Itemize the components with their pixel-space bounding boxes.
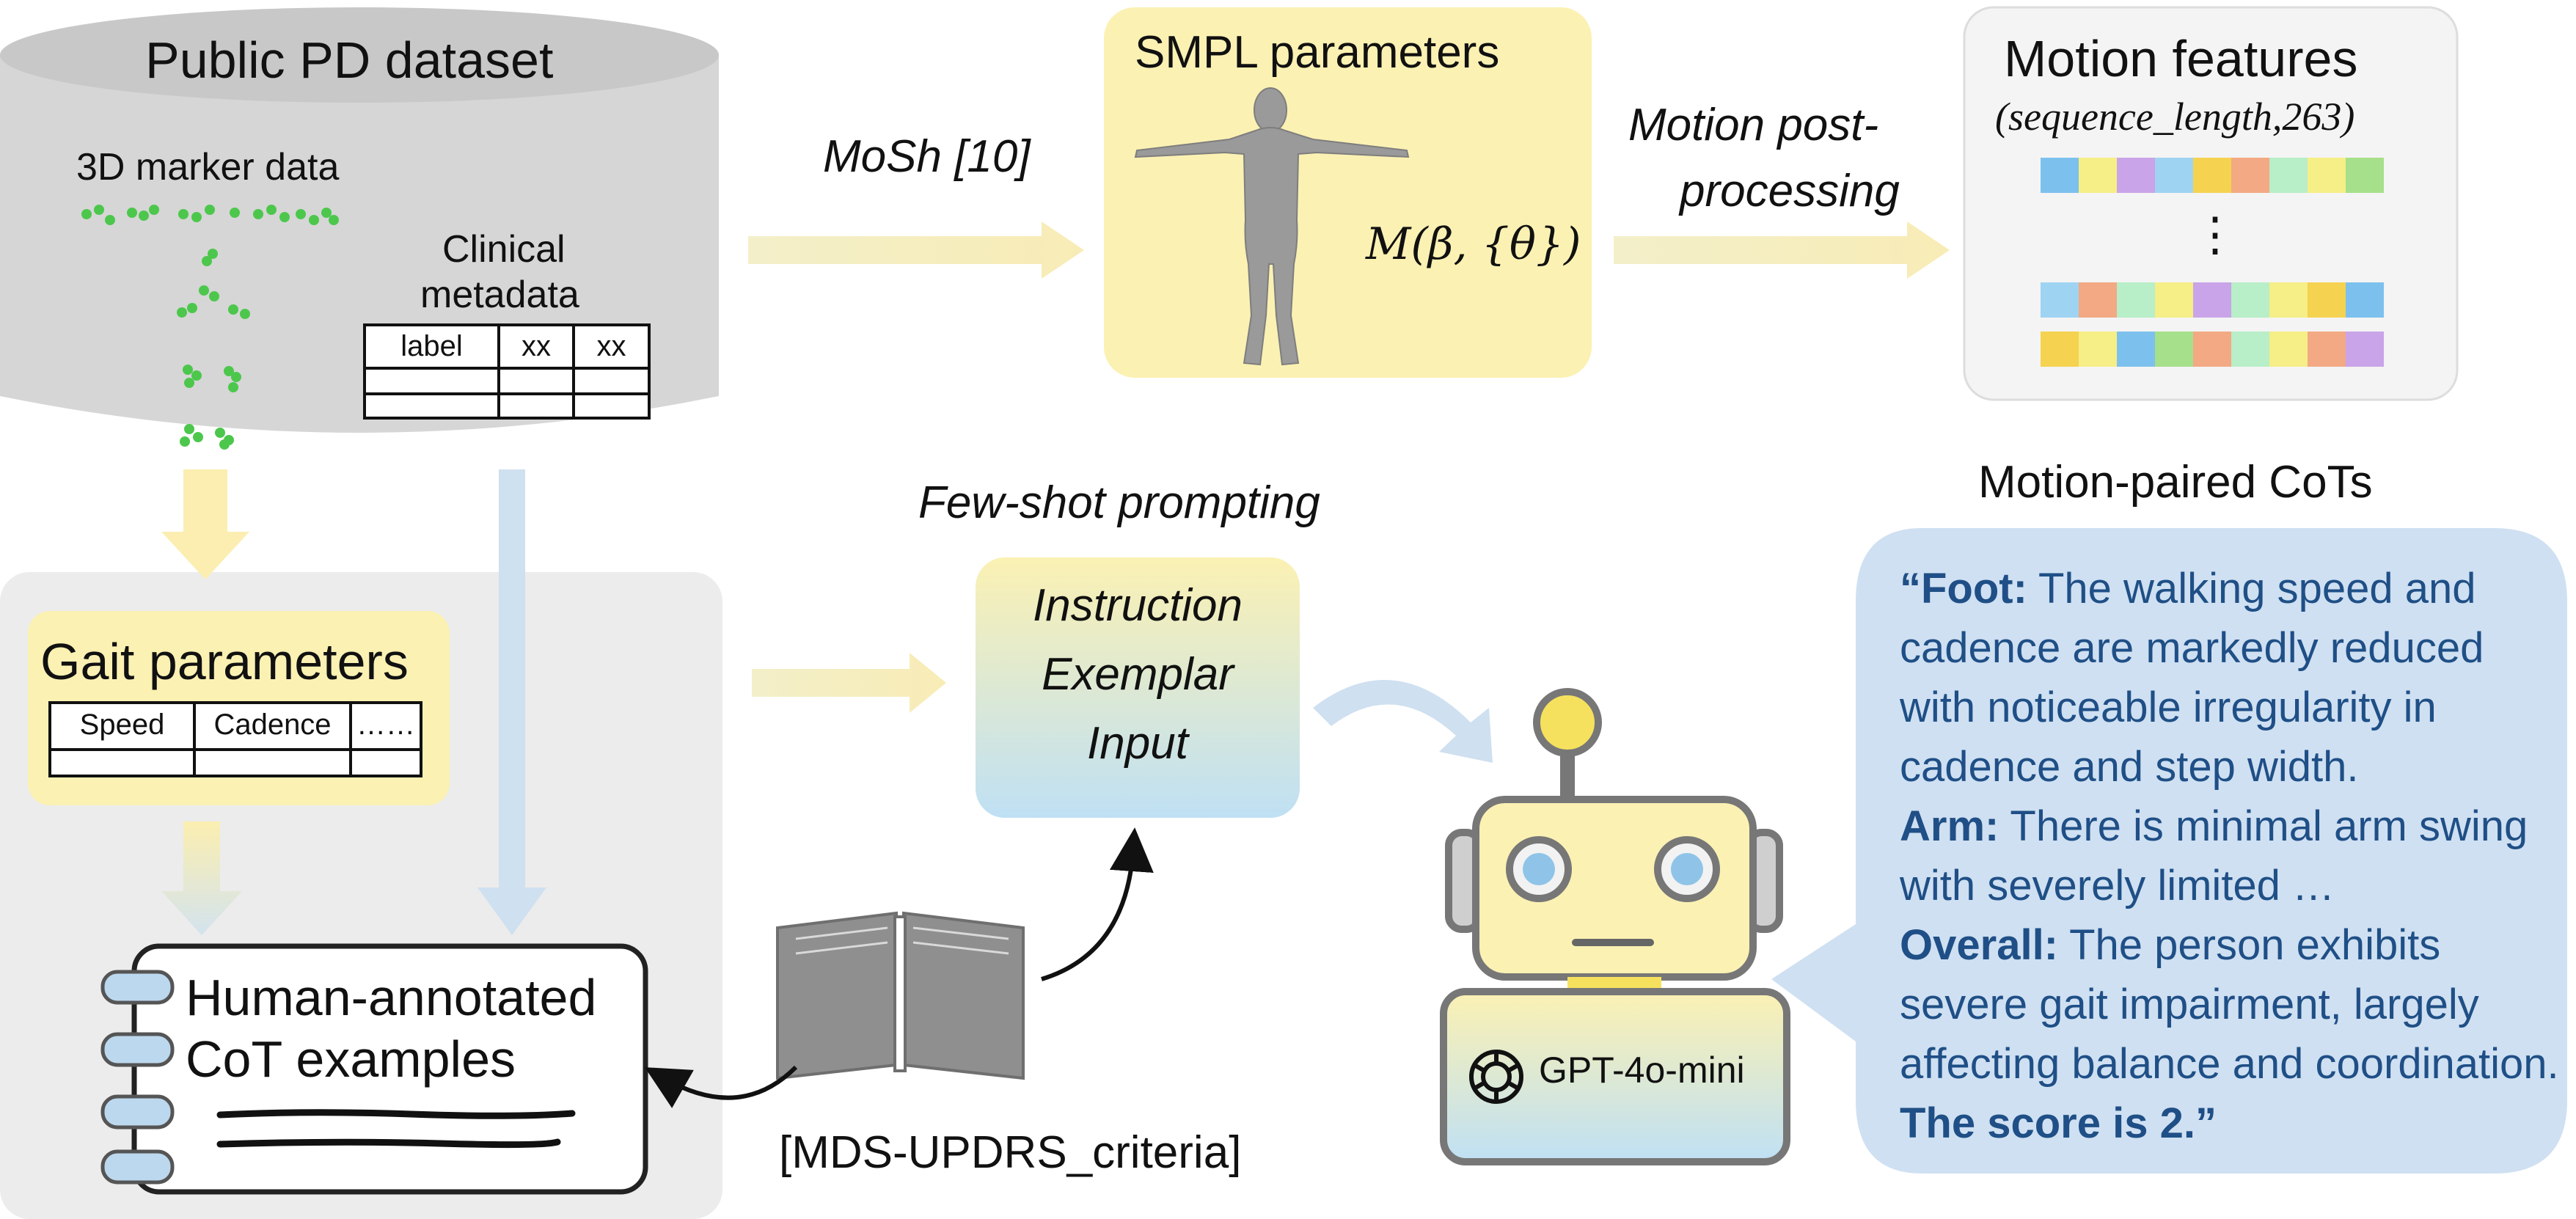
- gait-header-cadence: Cadence: [213, 709, 332, 741]
- feature-row-2: [2041, 282, 2384, 318]
- human-cot-line1: Human-annotated: [186, 969, 597, 1026]
- cot-foot-text: The walking speed and cadence are marked…: [1900, 565, 2484, 791]
- cot-overall-head: Overall:: [1900, 921, 2058, 969]
- marker-data-label: 3D marker data: [76, 146, 340, 188]
- dataset-to-gait-arrow: [161, 469, 249, 579]
- gait-to-cot-arrow: [161, 821, 242, 935]
- cot-overall-text: The person exhibits severe gait impairme…: [1900, 921, 2559, 1088]
- feature-row-1: [2041, 158, 2384, 193]
- notebook-rings: [100, 970, 175, 1185]
- metadata-to-cot-arrow: [477, 469, 546, 935]
- motion-features-shape: (sequence_length,263): [1995, 95, 2355, 139]
- handwriting-scribbles: [216, 1109, 576, 1149]
- clinical-label-line1: Clinical: [442, 228, 566, 271]
- prompt-exemplar: Exemplar: [1042, 649, 1234, 700]
- clinical-table: [363, 323, 651, 420]
- smpl-formula: M(β, {θ}): [1366, 219, 1581, 270]
- feature-row-3: [2041, 332, 2384, 367]
- human-cot-line2: CoT examples: [186, 1031, 516, 1088]
- mosh-label: MoSh [10]: [823, 131, 1031, 182]
- smpl-box: [1104, 7, 1592, 378]
- gait-header-speed: Speed: [79, 709, 165, 741]
- gait-table: [48, 701, 422, 777]
- cot-text: “Foot: The walking speed and cadence are…: [1900, 559, 2560, 1153]
- mosh-arrow: [748, 222, 1084, 279]
- gait-title: Gait parameters: [40, 633, 409, 690]
- table-header-xx-1: xx: [522, 330, 551, 362]
- openai-logo: [1469, 1050, 1523, 1104]
- prompt-to-llm-arrow: [1313, 679, 1493, 763]
- post-processing-line1: Motion post-: [1628, 100, 1879, 150]
- dataset-title: Public PD dataset: [145, 32, 554, 89]
- book-icon: [776, 911, 1025, 1080]
- smpl-body-figure: [1134, 87, 1410, 366]
- cot-arm-head: Arm:: [1900, 802, 1999, 850]
- llm-label: GPT-4o-mini: [1539, 1050, 1745, 1091]
- clinical-label-line2: metadata: [420, 274, 579, 316]
- book-to-cot-arrow: [644, 1065, 798, 1108]
- criteria-label: [MDS-UPDRS_criteria]: [779, 1127, 1242, 1178]
- prompt-instruction: Instruction: [1032, 580, 1243, 631]
- cots-title: Motion-paired CoTs: [1978, 457, 2373, 508]
- post-processing-arrow: [1614, 222, 1950, 279]
- table-header-xx-2: xx: [596, 330, 626, 362]
- book-to-prompt-arrow: [1041, 827, 1154, 981]
- gait-header-more: ……: [356, 709, 415, 741]
- prompt-input: Input: [1087, 718, 1188, 769]
- cot-score: The score is 2.”: [1900, 1099, 2217, 1147]
- robot-icon: [1440, 688, 1790, 1165]
- gait-to-prompt-arrow: [752, 653, 946, 713]
- smpl-title: SMPL parameters: [1135, 27, 1500, 78]
- speech-bubble: [1771, 528, 2567, 1174]
- marker-dots: [81, 205, 339, 450]
- motion-features-ellipsis: ⋮: [2192, 208, 2239, 260]
- cot-foot-head: “Foot:: [1900, 565, 2027, 612]
- few-shot-label: Few-shot prompting: [918, 477, 1320, 528]
- prompt-box: [976, 557, 1300, 818]
- table-header-label: label: [400, 330, 463, 362]
- motion-features-title: Motion features: [2004, 30, 2358, 87]
- cot-arm-text: There is minimal arm swing with severely…: [1900, 802, 2528, 909]
- post-processing-line2: processing: [1680, 166, 1900, 216]
